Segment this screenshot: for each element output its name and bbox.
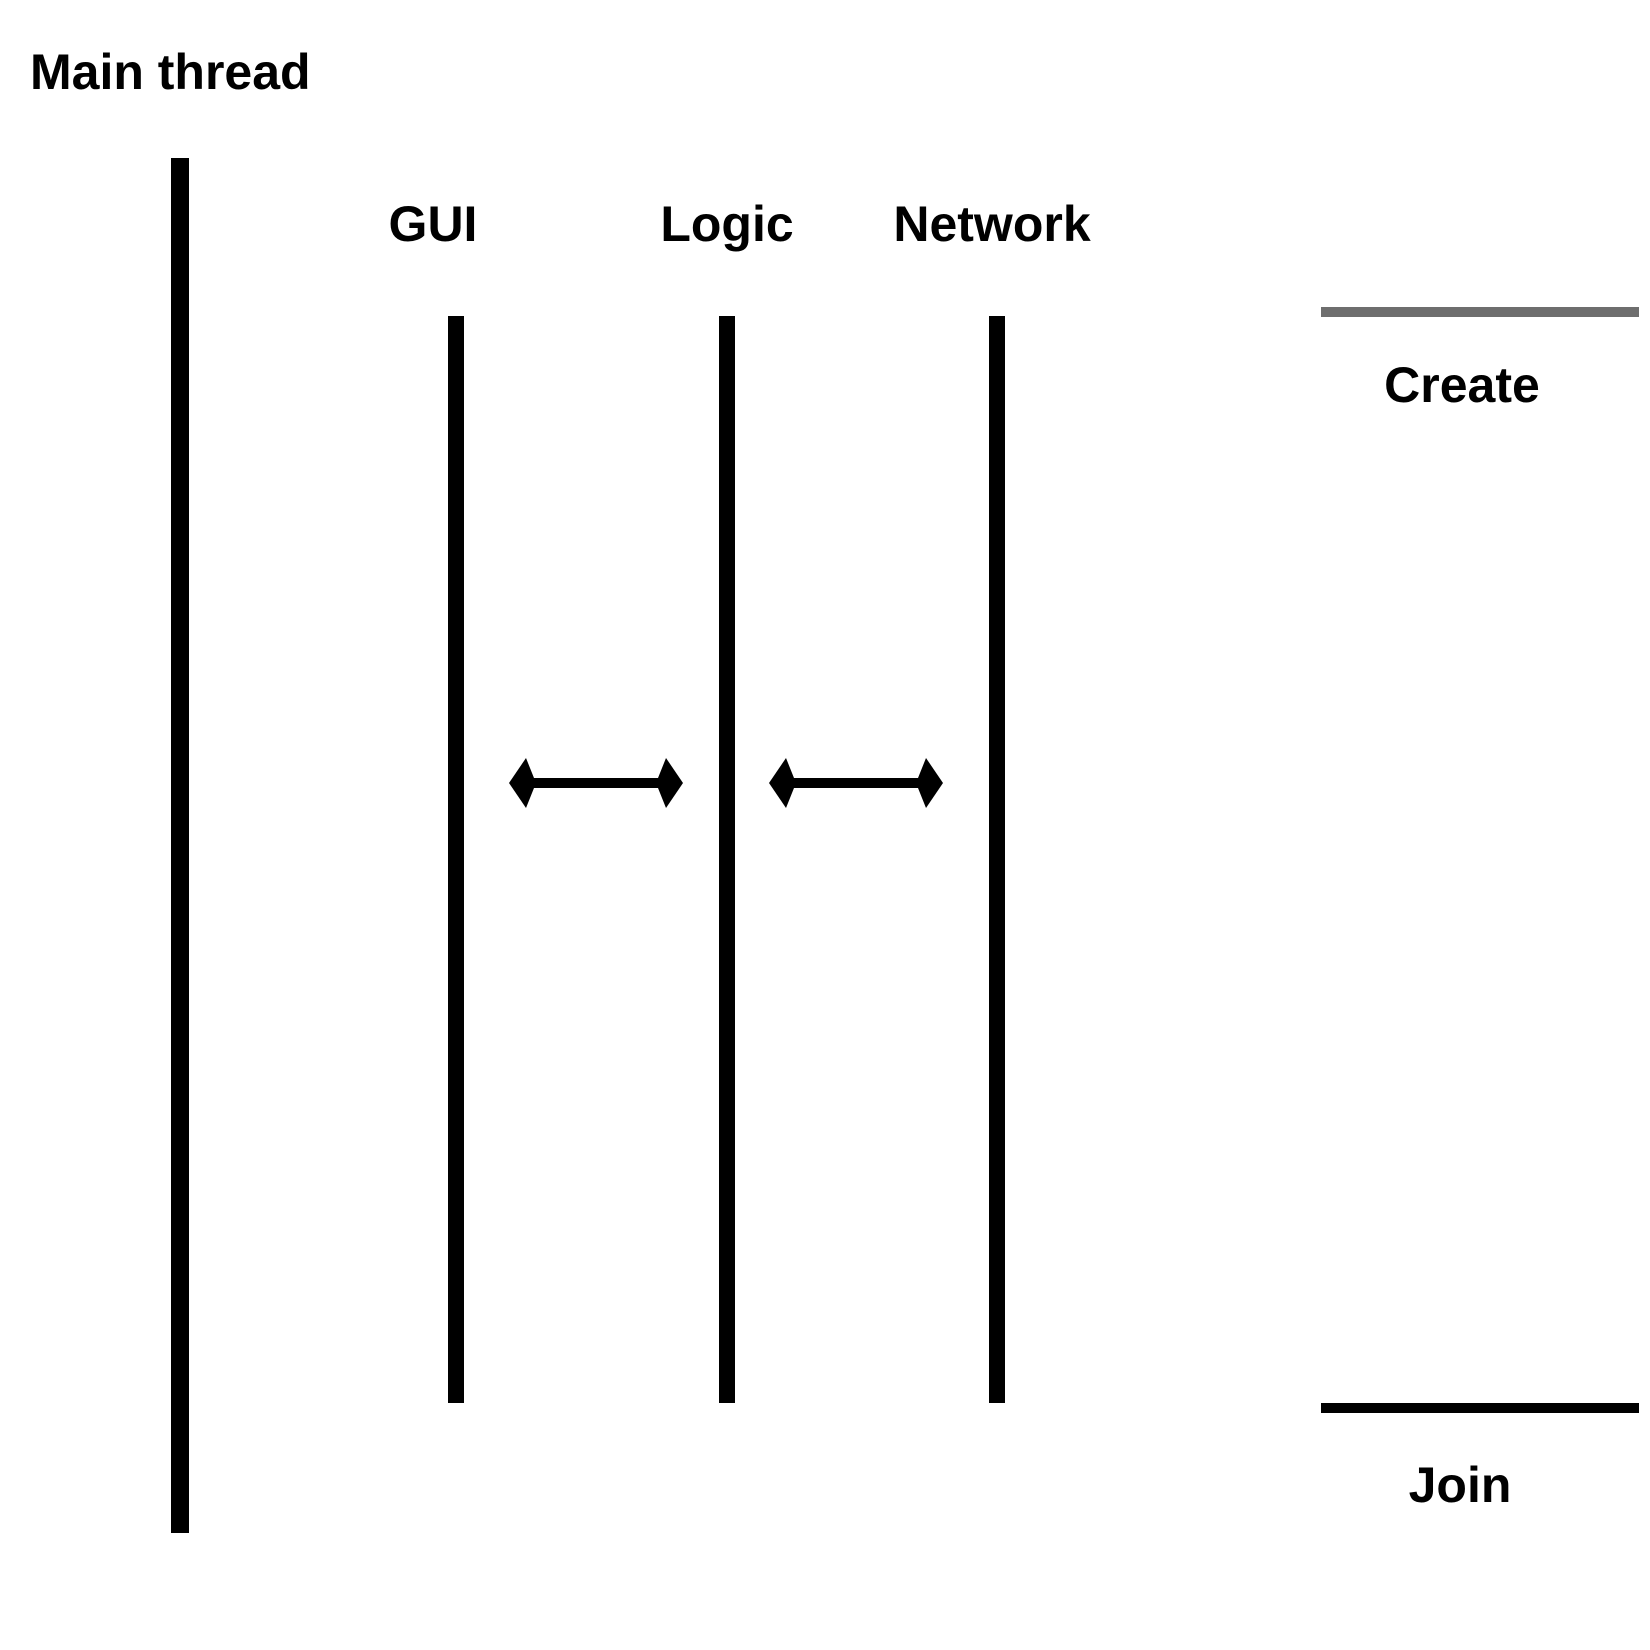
thread-label-logic: Logic	[660, 196, 794, 252]
thread-label-gui: GUI	[388, 196, 478, 252]
main-thread-lifeline	[171, 158, 189, 1533]
create-label: Create	[1384, 357, 1540, 413]
join-marker-line	[1321, 1403, 1639, 1413]
logic-network-arrow	[769, 758, 943, 808]
network-lifeline	[989, 316, 1005, 1403]
logic-lifeline	[719, 316, 735, 1403]
join-label: Join	[1408, 1457, 1512, 1513]
create-marker-line	[1321, 307, 1639, 317]
main-thread-label: Main thread	[30, 44, 311, 100]
gui-lifeline	[448, 316, 464, 1403]
gui-logic-arrow	[509, 758, 683, 808]
thread-label-network: Network	[893, 196, 1091, 252]
